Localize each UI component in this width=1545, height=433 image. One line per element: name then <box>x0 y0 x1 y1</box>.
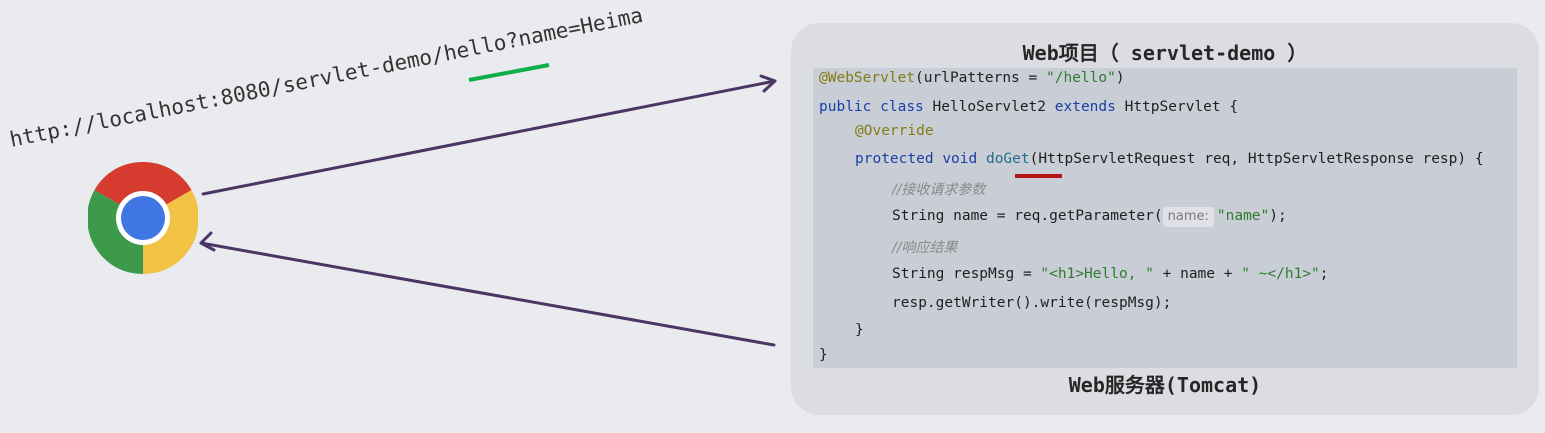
code-line-resp-msg: String respMsg = "<h1>Hello, " + name + … <box>892 266 1329 282</box>
project-title: Web项目（ servlet-demo ） <box>1022 41 1308 65</box>
chrome-icon <box>88 162 198 274</box>
code-line-close-method: } <box>855 322 864 338</box>
request-arrow <box>201 74 777 196</box>
code-line-override: @Override <box>855 123 934 139</box>
code-line-get-parameter: String name = req.getParameter(name:"nam… <box>892 207 1287 227</box>
code-line-class: public class HelloServlet2 extends HttpS… <box>819 99 1239 115</box>
code-line-close-class: } <box>819 347 828 363</box>
code-line-write: resp.getWriter().write(respMsg); <box>892 295 1172 311</box>
hello-path-underline <box>468 63 550 82</box>
doget-method-name: doGet <box>985 151 1030 167</box>
server-label: Web服务器(Tomcat) <box>1068 373 1262 397</box>
code-block: @WebServlet(urlPatterns = "/hello") publ… <box>813 68 1517 368</box>
web-server-panel: Web项目（ servlet-demo ） @WebServlet(urlPat… <box>791 23 1539 415</box>
response-arrow <box>199 231 776 347</box>
code-line-method: protected void doGet(HttpServletRequest … <box>855 151 1484 167</box>
code-line-annotation: @WebServlet(urlPatterns = "/hello") <box>819 70 1125 86</box>
code-line-comment-respond: //响应结果 <box>892 240 958 256</box>
parameter-hint: name: <box>1162 207 1214 227</box>
doget-underline <box>1015 174 1062 178</box>
code-line-comment-receive: //接收请求参数 <box>892 182 986 198</box>
